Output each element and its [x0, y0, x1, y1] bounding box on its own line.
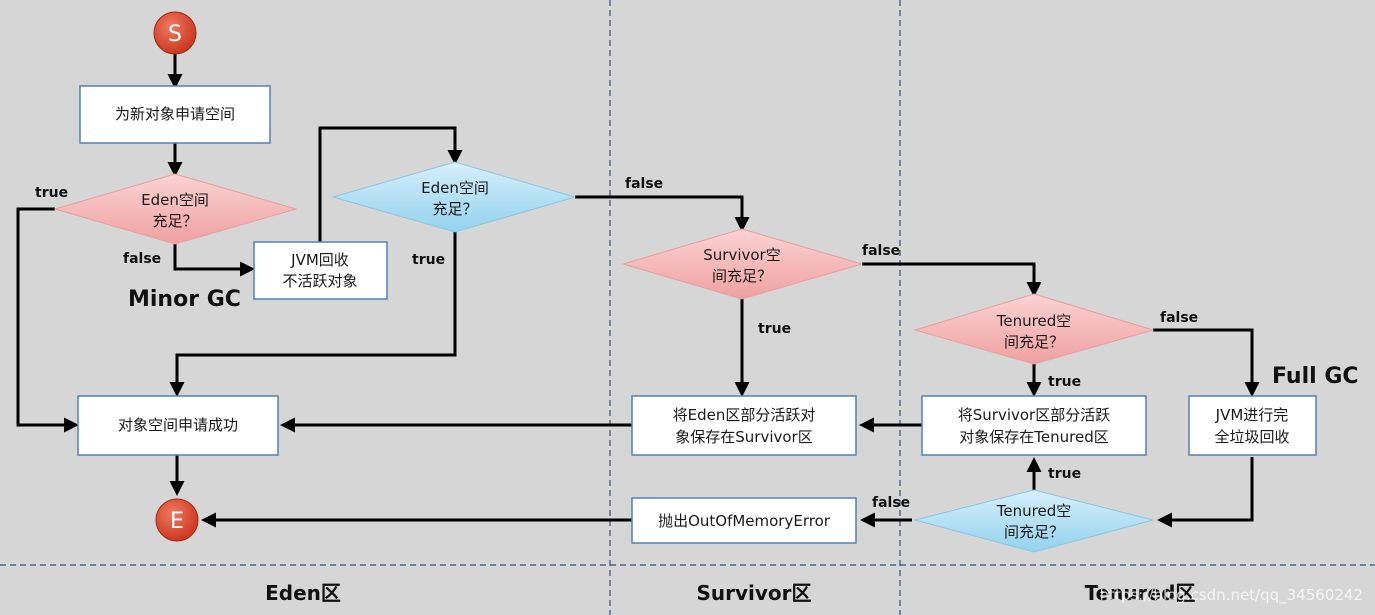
oom-box: 抛出OutOfMemoryError	[631, 497, 857, 544]
eden-check-2-line2: 充足？	[432, 200, 477, 218]
edge-check1-true	[16, 207, 79, 433]
eden-check-1-diamond: Eden空间 充足？	[53, 173, 298, 245]
full-gc-box: JVM进行完 全垃圾回收	[1188, 395, 1317, 456]
label-true-tenured2: true	[1048, 466, 1081, 482]
move-survivor-line1: 将Eden区部分活跃对	[673, 406, 816, 424]
end-label: E	[170, 509, 184, 534]
alloc-success-box: 对象空间申请成功	[77, 395, 279, 456]
label-false-tenured2: false	[872, 495, 910, 511]
alloc-text: 为新对象申请空间	[115, 105, 235, 123]
label-false-tenured1: false	[1160, 310, 1198, 326]
edge-check2-false	[575, 195, 750, 232]
minor-gc-annotation: Minor GC	[128, 287, 241, 312]
move-to-survivor-box: 将Eden区部分活跃对 象保存在Survivor区	[631, 395, 857, 456]
end-node: E	[155, 498, 199, 542]
start-node: S	[153, 11, 197, 55]
move-to-tenured-box: 将Survivor区部分活跃 对象保存在Tenured区	[921, 395, 1147, 456]
label-true-survivor: true	[758, 321, 791, 337]
alloc-success-text: 对象空间申请成功	[118, 416, 238, 434]
zone-survivor: Survivor区	[696, 581, 811, 605]
move-survivor-line2: 象保存在Survivor区	[675, 428, 812, 446]
full-gc-line1: JVM进行完	[1215, 406, 1289, 424]
eden-check-1-line2: 充足？	[152, 212, 197, 230]
tenured-check-1-line1: Tenured空	[996, 312, 1071, 330]
full-gc-annotation: Full GC	[1272, 364, 1359, 389]
edge-labels: true false true false true false true fa…	[35, 176, 1198, 511]
start-label: S	[168, 22, 182, 47]
eden-check-2-diamond: Eden空间 充足？	[331, 161, 577, 233]
label-true-check1: true	[35, 185, 68, 201]
edge-minor-check2	[318, 126, 463, 242]
label-true-check2: true	[412, 252, 445, 268]
survivor-check-diamond: Survivor空 间充足？	[621, 228, 864, 300]
zone-eden: Eden区	[265, 581, 341, 605]
label-false-check1: false	[123, 251, 161, 267]
jvm-minor-line2: 不活跃对象	[282, 272, 357, 290]
move-tenured-line1: 将Survivor区部分活跃	[958, 406, 1110, 424]
watermark: https://blog.csdn.net/qq_34560242	[1100, 586, 1363, 605]
edge-tenured1-false	[1153, 328, 1260, 397]
eden-check-2-line1: Eden空间	[421, 179, 489, 197]
tenured-check-1-diamond: Tenured空 间充足？	[913, 293, 1155, 365]
connectors	[16, 54, 1260, 528]
end-circle	[155, 498, 199, 542]
start-circle	[153, 11, 197, 55]
tenured-check-1-line2: 间充足？	[1004, 333, 1064, 351]
survivor-check-line1: Survivor空	[703, 246, 780, 264]
tenured-check-2-line2: 间充足？	[1004, 523, 1064, 541]
survivor-check-line2: 间充足？	[712, 267, 772, 285]
tenured-check-2-line1: Tenured空	[996, 502, 1071, 520]
full-gc-line2: 全垃圾回收	[1214, 428, 1289, 446]
alloc-box: 为新对象申请空间	[79, 85, 271, 144]
edge-survivor-false	[862, 262, 1042, 297]
move-tenured-line2: 对象保存在Tenured区	[959, 428, 1108, 446]
jvm-minor-line1: JVM回收	[290, 251, 349, 269]
zone-tenured: Tenured区	[1085, 581, 1196, 605]
edge-check1-false	[173, 244, 255, 277]
edge-fullgc-check2	[1157, 457, 1254, 528]
eden-check-1-line1: Eden空间	[141, 191, 209, 209]
edge-check2-true	[169, 232, 457, 397]
jvm-minor-box: JVM回收 不活跃对象	[253, 241, 388, 300]
label-false-check2: false	[625, 176, 663, 192]
label-false-survivor: false	[862, 243, 900, 259]
tenured-check-2-diamond: Tenured空 间充足？	[913, 489, 1155, 553]
oom-text: 抛出OutOfMemoryError	[658, 512, 831, 530]
label-true-tenured1: true	[1048, 374, 1081, 390]
